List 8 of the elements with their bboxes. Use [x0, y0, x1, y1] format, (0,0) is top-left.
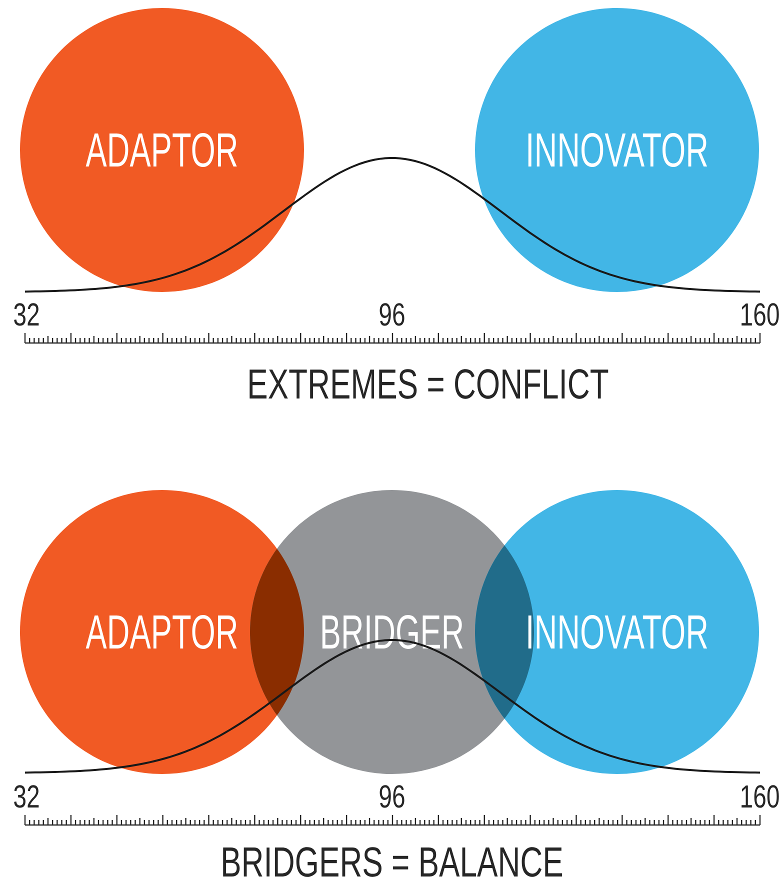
scale-number: 96 — [380, 785, 404, 808]
scale-number: 160 — [742, 303, 779, 326]
scale-number: 32 — [14, 303, 39, 326]
scale-number: 96 — [380, 303, 404, 326]
caption: BRIDGERS = BALANCE — [223, 847, 562, 877]
scale-number: 160 — [742, 785, 779, 808]
caption: EXTREMES = CONFLICT — [250, 369, 608, 399]
scale-number: 32 — [14, 785, 39, 808]
